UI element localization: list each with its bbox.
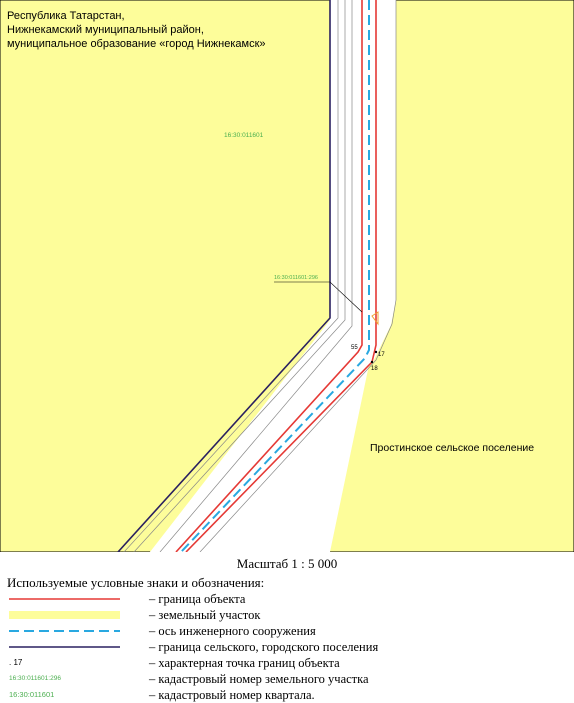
legend-title: Используемые условные знаки и обозначени… [7,575,265,590]
legend-sample-point: . 17 [9,658,23,667]
parcel-outline [133,0,346,552]
region-line-2: Нижнекамский муниципальный район, [7,24,204,36]
legend-sample-parcel-number: 16:30:011601:296 [9,675,61,682]
legend-item-land-parcel: – земельный участок [7,607,567,623]
legend-text: – граница сельского, городского поселени… [149,640,379,654]
point-marker [371,311,379,326]
boundary-point [374,350,378,354]
parcel-cadastral-label: 16:30:011601:296 [274,275,318,281]
legend-text: – характерная точка границ объекта [149,656,340,670]
quarter-cadastral-label: 16:30:011601 [224,132,264,139]
legend-text: – земельный участок [149,608,261,622]
legend-item-parcel-number: 16:30:011601:296 – кадастровый номер зем… [7,671,567,687]
legend-sample-blue-dash [9,630,120,632]
object-boundary [175,0,363,552]
engineering-axis [180,0,370,552]
parcel-outline [199,0,397,552]
object-boundary [185,0,377,552]
legend-sample-dark-line [9,646,120,648]
map-scale: Масштаб 1 : 5 000 [236,556,338,571]
legend-item-settlement-boundary: – граница сельского, городского поселени… [7,639,567,655]
region-line-3: муниципальное образование «город Нижнека… [7,38,266,50]
legend-text: – граница объекта [149,592,246,606]
legend-item-object-boundary: – граница объекта [7,591,567,607]
legend-sample-quarter-number: 16:30:011601 [9,690,55,699]
legend-item-characteristic-point: . 17 – характерная точка границ объекта [7,655,567,671]
cadastral-map: Республика Татарстан, Нижнекамский муниц… [0,0,574,552]
legend-text: – ось инженерного сооружения [149,624,316,638]
parcel-outline [159,0,353,552]
legend-sample-yellow-band [9,611,120,619]
label-leader-line [274,281,363,313]
legend-item-engineering-axis: – ось инженерного сооружения [7,623,567,639]
point-label-55: 55 [351,345,358,351]
settlement-label: Простинское сельское поселение [370,442,534,454]
boundary-point [370,360,374,364]
legend-text: – кадастровый номер квартала. [149,688,315,702]
settlement-boundary [117,0,331,552]
parcel-outline [123,0,339,552]
point-label-18: 18 [371,366,378,372]
legend-text: – кадастровый номер земельного участка [149,672,369,686]
legend-sample-red-line [9,598,120,600]
region-line-1: Республика Татарстан, [7,10,125,22]
legend-item-quarter-number: 16:30:011601 – кадастровый номер квартал… [7,687,567,703]
point-label-17: 17 [378,352,385,358]
